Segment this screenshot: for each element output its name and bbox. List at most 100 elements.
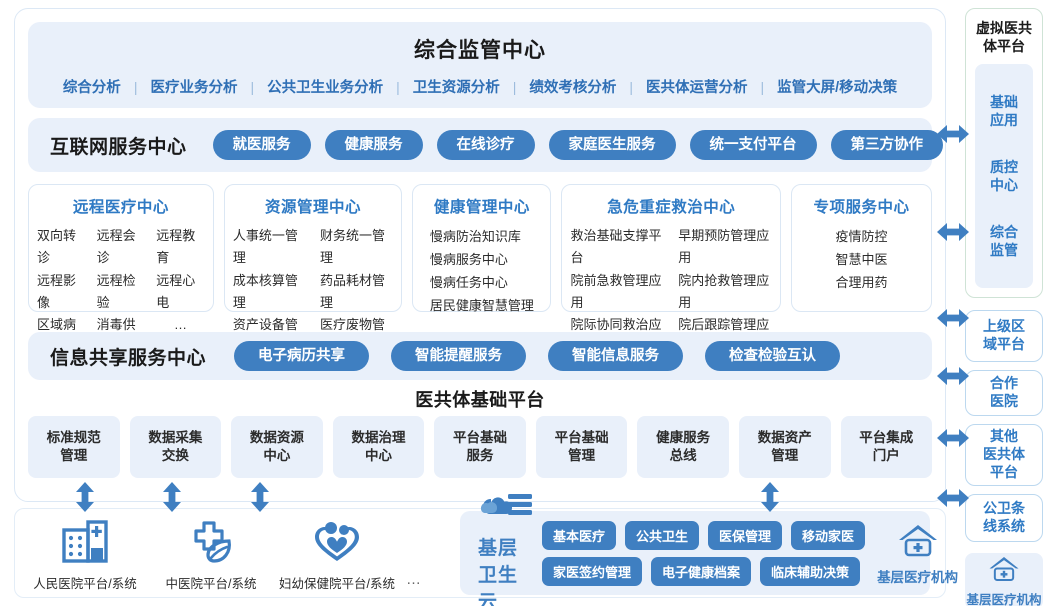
service-center-item[interactable]: 救治基础支撑平台 — [570, 228, 662, 266]
virtual-platform-item[interactable]: 综合监管 — [990, 224, 1018, 259]
information-sharing-pill[interactable]: 检查检验互认 — [705, 340, 841, 372]
sidebar-box-partner-hospital[interactable]: 合作医院 — [965, 370, 1043, 416]
institution-label: 人民医院平台/系统 — [33, 577, 137, 591]
service-center-card-items: 疫情防控智慧中医合理用药 — [835, 225, 887, 294]
horizontal-double-arrow-icon — [936, 426, 970, 450]
service-center-item[interactable]: 药品耗材管理 — [320, 272, 386, 311]
internet-service-pill[interactable]: 第三方协作 — [830, 129, 944, 161]
service-center-item[interactable]: 慢病防治知识库 — [429, 229, 521, 244]
service-center-item[interactable]: 财务统一管理 — [320, 228, 386, 266]
service-center-item[interactable]: 院前急救管理应用 — [570, 272, 662, 311]
institution-item[interactable]: 人民医院平台/系统 — [22, 520, 148, 592]
cloud-tags-row-1: 基本医疗公共卫生医保管理移动家医 — [542, 520, 866, 550]
internet-service-pill[interactable]: 健康服务 — [324, 129, 423, 161]
service-center-card[interactable]: 专项服务中心疫情防控智慧中医合理用药 — [790, 184, 932, 312]
base-platform-module[interactable]: 平台集成门户 — [840, 416, 933, 478]
virtual-platform-item[interactable]: 质控中心 — [990, 159, 1018, 194]
institution-item[interactable]: 中医院平台/系统 — [148, 520, 274, 592]
service-center-item[interactable]: 智慧中医 — [835, 252, 888, 268]
service-center-card[interactable]: 资源管理中心人事统一管理财务统一管理成本核算管理药品耗材管理资产设备管理医疗废物… — [223, 184, 403, 377]
institution-label: 中医院平台/系统 — [165, 577, 257, 591]
vertical-double-arrow-icon — [758, 481, 782, 512]
cloud-tags-row-2: 家医签约管理电子健康档案临床辅助决策 — [542, 556, 865, 586]
base-platform-module[interactable]: 健康服务总线 — [637, 416, 729, 478]
base-platform-module[interactable]: 标准规范管理 — [28, 416, 120, 478]
service-center-item[interactable]: 双向转诊 — [37, 228, 77, 266]
base-platform-module[interactable]: 数据资产管理 — [738, 416, 831, 478]
information-sharing-pill[interactable]: 智能提醒服务 — [391, 340, 527, 372]
supervision-link[interactable]: 卫生资源分析 — [412, 80, 500, 96]
service-center-item[interactable]: 合理用药 — [835, 275, 888, 291]
internet-service-pill[interactable]: 家庭医生服务 — [548, 129, 676, 161]
virtual-platform-title: 虚拟医共体平台 — [976, 20, 1032, 55]
service-center-card[interactable]: 健康管理中心慢病防治知识库慢病服务中心慢病任务中心居民健康智慧管理 — [412, 184, 552, 313]
tcm-leaf-cross-icon — [186, 520, 236, 569]
virtual-medical-platform-box[interactable]: 虚拟医共体平台 基础应用质控中心综合监管 — [965, 8, 1043, 298]
cloud-tags: 基本医疗公共卫生医保管理移动家医 家医签约管理电子健康档案临床辅助决策 — [542, 520, 866, 586]
service-center-item[interactable]: 慢病任务中心 — [429, 275, 508, 291]
base-platform-module[interactable]: 平台基础管理 — [535, 416, 628, 478]
service-center-card[interactable]: 急危重症救治中心救治基础支撑平台早期预防管理应用院前急救管理应用院内抢救管理应用… — [561, 184, 781, 377]
cloud-service-tag[interactable]: 移动家医 — [791, 520, 866, 550]
service-center-card-items: 双向转诊远程会诊远程教育远程影像远程检验远程心电区域病理消毒供应… — [37, 225, 205, 359]
cloud-server-icon — [478, 492, 534, 531]
clinic-house-plus-icon — [987, 554, 1021, 588]
cloud-service-tag[interactable]: 家医签约管理 — [542, 556, 643, 586]
service-center-card[interactable]: 远程医疗中心双向转诊远程会诊远程教育远程影像远程检验远程心电区域病理消毒供应… — [28, 184, 214, 355]
sidebar-grassroots-institution: 基层医疗机构 — [965, 553, 1043, 606]
service-center-card-title: 资源管理中心 — [265, 199, 362, 216]
information-sharing-pill[interactable]: 智能信息服务 — [548, 340, 684, 372]
service-center-cards: 远程医疗中心双向转诊远程会诊远程教育远程影像远程检验远程心电区域病理消毒供应…资… — [28, 184, 932, 377]
institution-item[interactable]: 妇幼保健院平台/系统 — [274, 520, 400, 592]
cloud-service-tag[interactable]: 基本医疗 — [542, 520, 617, 550]
service-center-item[interactable]: 远程会诊 — [96, 228, 136, 266]
information-sharing-pill[interactable]: 电子病历共享 — [234, 340, 370, 372]
service-center-item[interactable]: 远程检验 — [96, 272, 136, 311]
vertical-double-arrow-icon — [73, 481, 97, 512]
internet-service-pill[interactable]: 就医服务 — [212, 129, 311, 161]
service-center-item[interactable]: 慢病服务中心 — [429, 252, 508, 268]
horizontal-double-arrow-icon — [936, 122, 970, 146]
supervision-link[interactable]: 医疗业务分析 — [150, 80, 238, 96]
cloud-service-tag[interactable]: 公共卫生 — [625, 520, 700, 550]
service-center-item[interactable]: 远程影像 — [37, 272, 77, 311]
cloud-service-tag[interactable]: 医保管理 — [708, 520, 783, 550]
virtual-platform-items: 基础应用质控中心综合监管 — [975, 64, 1033, 288]
sidebar-grassroots-label: 基层医疗机构 — [966, 593, 1042, 606]
supervision-link[interactable]: 监管大屏/移动决策 — [777, 80, 898, 96]
service-center-card-items: 慢病防治知识库慢病服务中心慢病任务中心居民健康智慧管理 — [430, 225, 534, 318]
base-platform-modules: 标准规范管理数据采集交换数据资源中心数据治理中心平台基础服务平台基础管理健康服务… — [28, 416, 933, 478]
supervision-link[interactable]: 综合分析 — [62, 80, 121, 96]
supervision-link[interactable]: 绩效考核分析 — [529, 80, 617, 96]
sidebar-box-upper-region[interactable]: 上级区域平台 — [965, 310, 1043, 362]
supervision-link[interactable]: 公共卫生业务分析 — [267, 80, 384, 96]
information-sharing-label: 信息共享服务中心 — [50, 347, 207, 369]
base-platform-module[interactable]: 数据采集交换 — [129, 416, 222, 478]
cloud-service-tag[interactable]: 临床辅助决策 — [760, 556, 861, 586]
internet-service-pill[interactable]: 统一支付平台 — [689, 129, 817, 161]
base-platform-module[interactable]: 数据资源中心 — [231, 416, 323, 478]
service-center-card-title: 健康管理中心 — [433, 199, 530, 216]
information-sharing-pills: 电子病历共享智能提醒服务智能信息服务检查检验互认 — [234, 340, 841, 372]
service-center-item[interactable]: 院内抢救管理应用 — [678, 272, 770, 311]
sidebar-box-other-platform[interactable]: 其他医共体平台 — [965, 424, 1043, 486]
hospital-building-icon — [60, 520, 110, 569]
virtual-platform-item[interactable]: 基础应用 — [990, 94, 1018, 129]
service-center-item[interactable]: 远程心电 — [156, 272, 196, 311]
service-center-item[interactable]: … — [174, 317, 188, 333]
base-platform-module[interactable]: 平台基础服务 — [434, 416, 526, 478]
internet-service-pill[interactable]: 在线诊疗 — [436, 129, 535, 161]
service-center-item[interactable]: 居民健康智慧管理 — [429, 298, 534, 314]
service-center-item[interactable]: 疫情防控 — [835, 229, 888, 244]
sidebar-box-public-health-system[interactable]: 公卫条线系统 — [965, 494, 1043, 542]
service-center-item[interactable]: 人事统一管理 — [232, 228, 298, 266]
service-center-item[interactable]: 成本核算管理 — [232, 272, 298, 311]
service-center-item[interactable]: 远程教育 — [156, 228, 196, 266]
cloud-service-tag[interactable]: 电子健康档案 — [651, 556, 752, 586]
supervision-link[interactable]: 医共体运营分析 — [646, 80, 748, 96]
grassroots-cloud-panel: 基层卫生云 基本医疗公共卫生医保管理移动家医 家医签约管理电子健康档案临床辅助决… — [460, 494, 958, 606]
base-platform-module[interactable]: 数据治理中心 — [332, 416, 425, 478]
grassroots-institution: 基层医疗机构 — [877, 521, 958, 586]
service-center-item[interactable]: 早期预防管理应用 — [678, 228, 770, 266]
